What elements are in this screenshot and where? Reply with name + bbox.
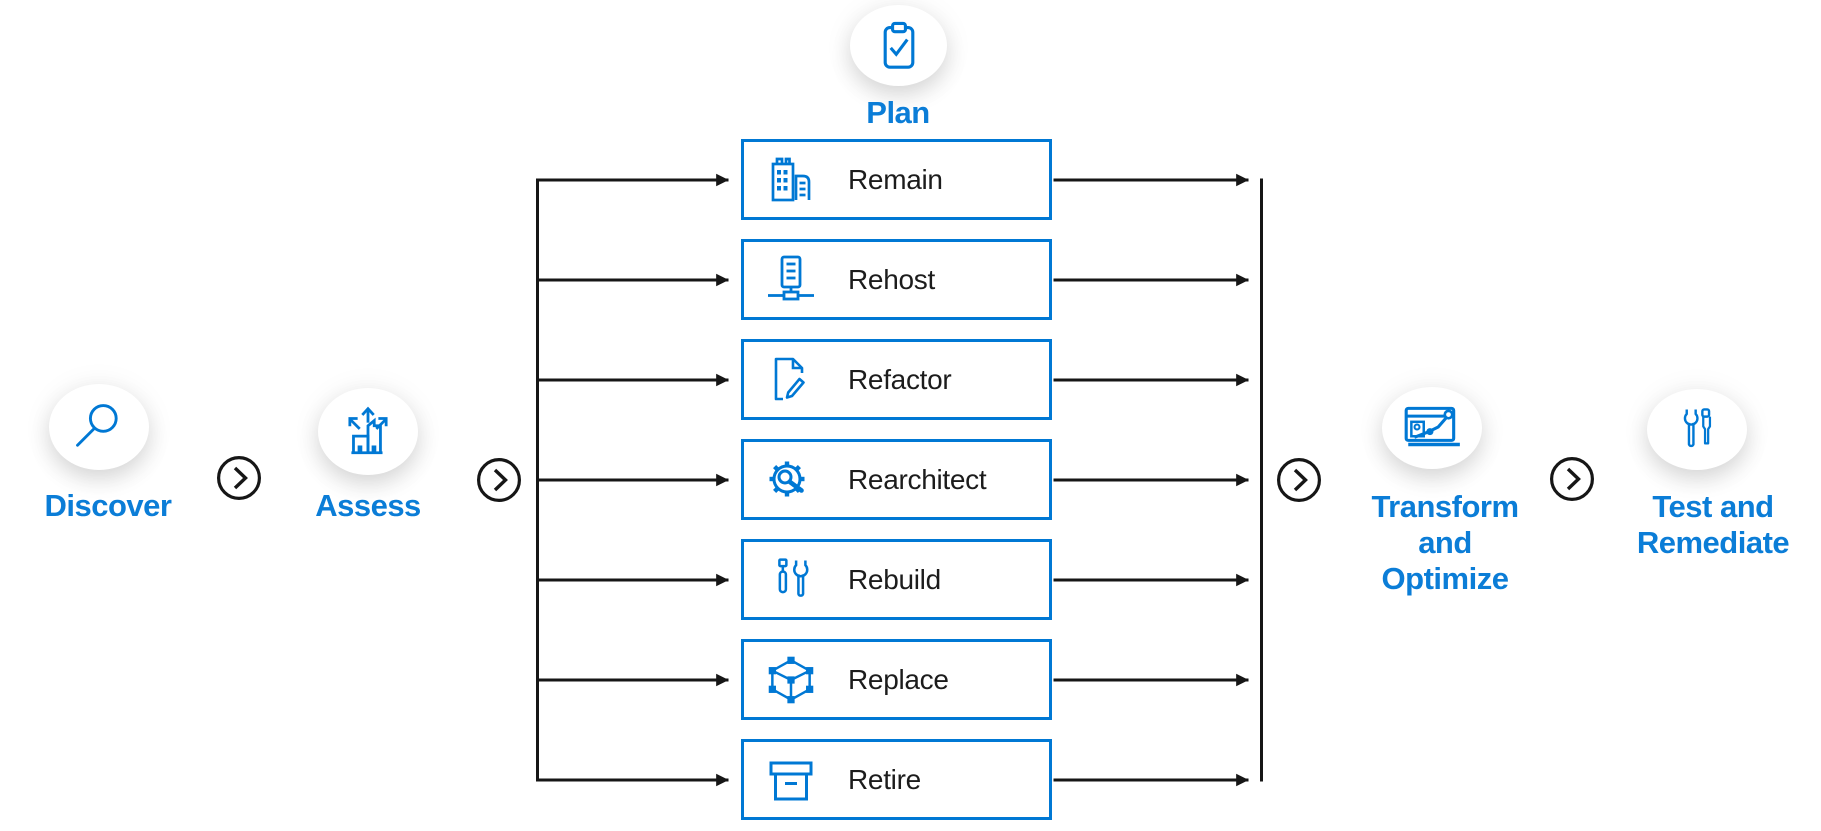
test-stage-label: Test and Remediate [1585,489,1821,561]
option-label: Rebuild [848,563,941,595]
gear-magnifier-icon [761,448,821,512]
wrench-screwdriver-icon [1672,403,1722,457]
factory-scale-out-icon [340,404,396,460]
chevron-right-icon [477,458,521,502]
transform-label-line1: Transform [1371,489,1519,524]
plan-option-rebuild: Rebuild [741,539,1052,620]
magnifier-icon [70,398,128,456]
option-label: Rearchitect [848,463,987,495]
cube-wireframe-icon [761,648,821,712]
option-label: Remain [848,163,943,195]
plan-option-replace: Replace [741,639,1052,720]
clipboard-check-icon [876,20,922,72]
plan-option-remain: Remain [741,139,1052,220]
transform-stage-label: Transform and Optimize [1337,489,1553,597]
archive-box-icon [761,748,821,812]
discover-stage-label: Discover [44,488,172,523]
option-label: Replace [848,663,949,695]
chevron-right-icon [1277,458,1321,502]
test-stage-bubble [1647,389,1747,470]
chevron-right-icon [1550,457,1594,501]
test-label-line2: Remediate [1636,525,1790,560]
plan-option-rehost: Rehost [741,239,1052,320]
transform-label-line3: Optimize [1381,561,1509,596]
chevron-right-icon [217,456,261,500]
option-label: Rehost [848,263,935,295]
plan-option-retire: Retire [741,739,1052,820]
dashboard-growth-icon [1400,401,1464,455]
screwdriver-wrench-icon [761,548,821,612]
server-network-icon [761,248,821,312]
buildings-icon [761,148,821,212]
document-edit-icon [761,348,821,412]
assess-stage-bubble [318,388,418,475]
option-label: Refactor [848,363,952,395]
option-label: Retire [848,763,921,795]
transform-label-line2: and [1418,525,1472,560]
test-label-line1: Test and [1652,489,1774,524]
discover-stage-bubble [49,384,149,470]
plan-stage-bubble [850,5,947,86]
plan-stage-label: Plan [866,95,930,130]
plan-option-rearchitect: Rearchitect [741,439,1052,520]
plan-option-refactor: Refactor [741,339,1052,420]
transform-stage-bubble [1382,387,1482,469]
assess-stage-label: Assess [315,488,421,523]
